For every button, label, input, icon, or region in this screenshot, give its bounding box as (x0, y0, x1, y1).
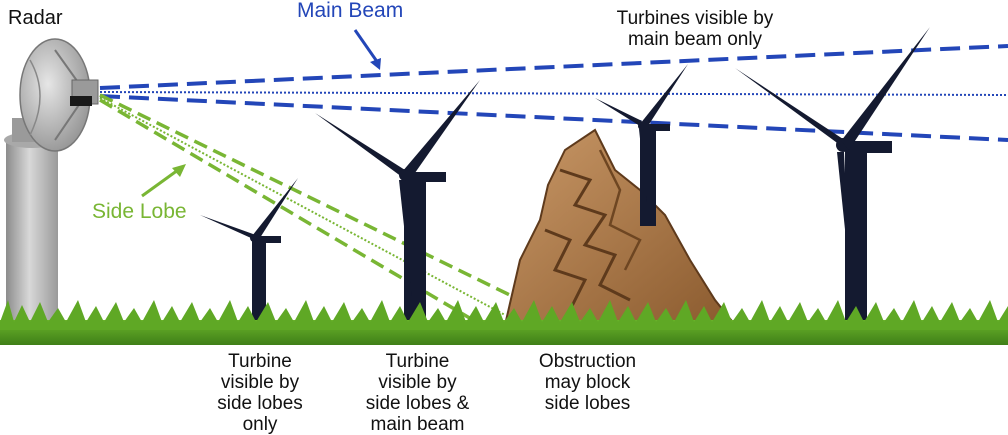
side-lobe-upper-line (99, 93, 521, 302)
side-lobe-lower-line (99, 98, 491, 332)
radar-station (4, 38, 99, 330)
radar-tower (6, 140, 58, 330)
radar-label: Radar (8, 7, 63, 29)
side-lobe-label: Side Lobe (92, 200, 187, 223)
main-beam-arrow (353, 29, 381, 70)
main-beam-upper-line (99, 44, 1008, 90)
label-line: visible by (220, 372, 300, 393)
label-line: side lobes (544, 393, 631, 414)
main-beam-label: Main Beam (297, 0, 404, 22)
label-line: main beam (370, 414, 465, 435)
label-line: Turbine (385, 351, 450, 372)
turbines-main-beam-only-label: Turbines visible by main beam only (585, 8, 805, 50)
obstruction-label: Obstruction may block side lobes (520, 351, 655, 414)
turbine-far-left (200, 178, 298, 330)
label-line: may block (544, 372, 631, 393)
turbine-side-lobes-and-main-beam-label: Turbine visible by side lobes & main bea… (345, 351, 490, 435)
turbine-middle (315, 80, 480, 330)
label-line: side lobes (217, 393, 303, 414)
turbine-side-lobes-only-label: Turbine visible by side lobes only (200, 351, 320, 435)
side-lobe (99, 93, 521, 332)
label-line: Obstruction (538, 351, 637, 372)
main-beam (99, 44, 1008, 142)
turbine-back-center (595, 64, 688, 226)
turbine-right (735, 27, 930, 330)
label-line: main beam only (627, 29, 763, 50)
main-beam-center-line (99, 91, 1008, 96)
side-lobe-arrow (141, 164, 186, 198)
side-lobe-center-line (99, 97, 506, 316)
label-line: only (242, 414, 278, 435)
label-line: Turbine (228, 351, 292, 372)
label-line: side lobes & (365, 393, 470, 414)
label-line: Turbines visible by (616, 8, 774, 29)
label-line: visible by (378, 372, 457, 393)
rock-obstruction (503, 128, 738, 326)
grass-ground (0, 300, 1008, 345)
